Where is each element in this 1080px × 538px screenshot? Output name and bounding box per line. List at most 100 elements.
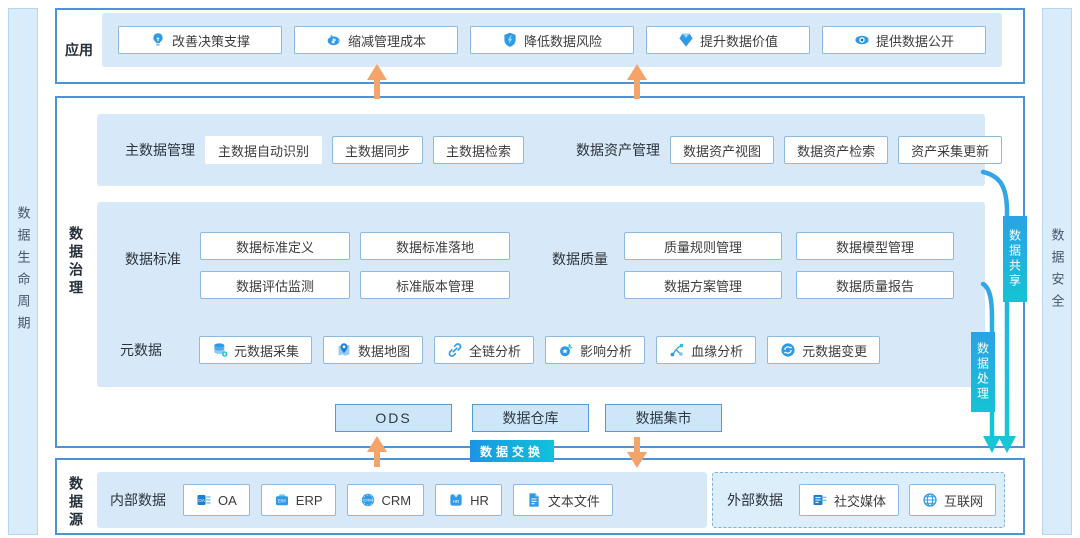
data-governance-label: 数据治理 [68,226,84,298]
svg-text:HR: HR [453,499,460,504]
metadata-button[interactable]: 血缘分析 [656,336,757,364]
button-label: CRM [381,492,412,508]
external-source-button[interactable]: 社交媒体 [799,484,900,516]
data-security-rail: 数据安全 [1042,8,1072,535]
button-label: 资产采集更新 [911,143,990,159]
asset-mgmt-button[interactable]: 数据资产检索 [784,136,889,164]
data-governance-section: 数据治理 主数据管理 主数据自动识别主数据同步主数据检索 数据资产管理 数据资产… [55,96,1025,448]
application-layer-label: 应用 [65,42,93,58]
button-label: 社交媒体 [834,493,887,509]
application-button[interactable]: 提供数据公开 [822,26,986,54]
metadata-button[interactable]: 全链分析 [434,336,535,364]
button-label: 文本文件 [547,493,600,509]
quality-button[interactable]: 质量规则管理 [624,232,782,260]
text-file-icon [526,492,542,508]
metadata-group-label: 元数据 [120,342,162,358]
application-layer-section: 应用 改善决策支撑 缩减管理成本 降低数据风险 提升数据价值 提供数据公开 [55,8,1025,84]
application-button[interactable]: 缩减管理成本 [294,26,458,54]
button-label: OA [218,492,237,508]
data-process-badge: 数据处理 [971,332,995,412]
button-label: 主数据同步 [345,143,411,159]
eye-icon [854,32,870,48]
data-lifecycle-label: 数据生命周期 [15,205,31,338]
standards-button[interactable]: 数据评估监测 [200,271,350,299]
ods-box[interactable]: ODS [335,404,452,432]
internal-source-button[interactable]: HR HR [435,484,502,516]
internal-source-button[interactable]: ERP ERP [260,484,336,516]
button-label: 质量规则管理 [663,239,742,255]
button-label: 标准版本管理 [395,278,474,294]
button-label: 提供数据公开 [875,33,954,49]
standards-group-label: 数据标准 [125,251,181,267]
lineage-icon [669,342,685,358]
quality-button[interactable]: 数据模型管理 [796,232,954,260]
data-exchange-badge: 数据交换 [470,440,554,462]
master-data-asset-panel: 主数据管理 主数据自动识别主数据同步主数据检索 数据资产管理 数据资产视图数据资… [97,114,1003,186]
button-label: 数据质量报告 [835,278,914,294]
button-label: 元数据采集 [234,343,300,359]
quality-button[interactable]: 数据方案管理 [624,271,782,299]
shield-icon [502,32,518,48]
crm-circle-icon: CRM [360,492,376,508]
diamond-icon [678,32,694,48]
standards-button[interactable]: 标准版本管理 [360,271,510,299]
internal-source-button[interactable]: CRM CRM [346,484,425,516]
application-button[interactable]: 降低数据风险 [470,26,634,54]
button-label: HR [470,492,489,508]
metadata-row: 元数据 元数据采集 数据地图 全链分析 影响分析 血缘分析 元数据变更 [120,336,881,364]
metadata-button[interactable]: 数据地图 [323,336,424,364]
internal-data-label: 内部数据 [110,492,166,508]
button-label: 降低数据风险 [523,33,602,49]
external-data-label: 外部数据 [727,492,783,508]
button-label: 全链分析 [469,343,522,359]
standards-button[interactable]: 数据标准落地 [360,232,510,260]
internal-source-button[interactable]: OA OA [183,484,250,516]
external-source-button[interactable]: 互联网 [909,484,997,516]
svg-text:ERP: ERP [277,499,286,504]
metadata-button[interactable]: 元数据采集 [199,336,313,364]
metadata-button[interactable]: 影响分析 [545,336,646,364]
data-source-label: 数据源 [68,476,84,530]
button-label: 改善决策支撑 [171,33,250,49]
link-icon [447,342,463,358]
quality-button[interactable]: 数据质量报告 [796,271,954,299]
button-label: 主数据自动识别 [218,143,310,159]
metadata-button[interactable]: 元数据变更 [767,336,881,364]
button-label: 影响分析 [580,343,633,359]
button-label: 血缘分析 [691,343,744,359]
asset-mgmt-group-label: 数据资产管理 [576,142,661,158]
master-data-button[interactable]: 主数据自动识别 [205,136,323,164]
bulb-icon [150,32,166,48]
asset-mgmt-button[interactable]: 数据资产视图 [670,136,775,164]
data-warehouse-box[interactable]: 数据仓库 [472,404,589,432]
master-data-button[interactable]: 主数据同步 [332,136,424,164]
master-data-button[interactable]: 主数据检索 [433,136,525,164]
internal-source-button[interactable]: 文本文件 [512,484,613,516]
map-pin-icon [336,342,352,358]
button-label: 主数据检索 [446,143,512,159]
change-icon [780,342,796,358]
svg-text:CRM: CRM [363,498,372,503]
button-label: ERP [295,492,323,508]
database-icon [212,342,228,358]
button-label: 数据标准落地 [395,239,474,255]
button-label: 数据标准定义 [235,239,314,255]
internal-data-panel: 内部数据 OA OA ERP ERP CRM CRM HR HR 文本文件 [97,472,707,528]
data-mart-box[interactable]: 数据集市 [605,404,722,432]
data-source-section: 数据源 内部数据 OA OA ERP ERP CRM CRM HR HR 文本文件 外部数据 社… [55,458,1025,535]
data-share-badge: 数据共享 [1003,216,1027,302]
button-label: 数据方案管理 [663,278,742,294]
asset-mgmt-button[interactable]: 资产采集更新 [898,136,1003,164]
button-label: 数据资产视图 [683,143,762,159]
button-label: 缩减管理成本 [347,33,426,49]
standards-button[interactable]: 数据标准定义 [200,232,350,260]
application-button[interactable]: 提升数据价值 [646,26,810,54]
application-button[interactable]: 改善决策支撑 [118,26,282,54]
svg-text:OA: OA [198,498,206,503]
piggy-bank-icon [326,32,342,48]
oa-doc-icon: OA [196,492,212,508]
button-label: 数据评估监测 [235,278,314,294]
button-label: 数据地图 [358,343,411,359]
data-share-label: 数据共享 [1007,229,1022,289]
